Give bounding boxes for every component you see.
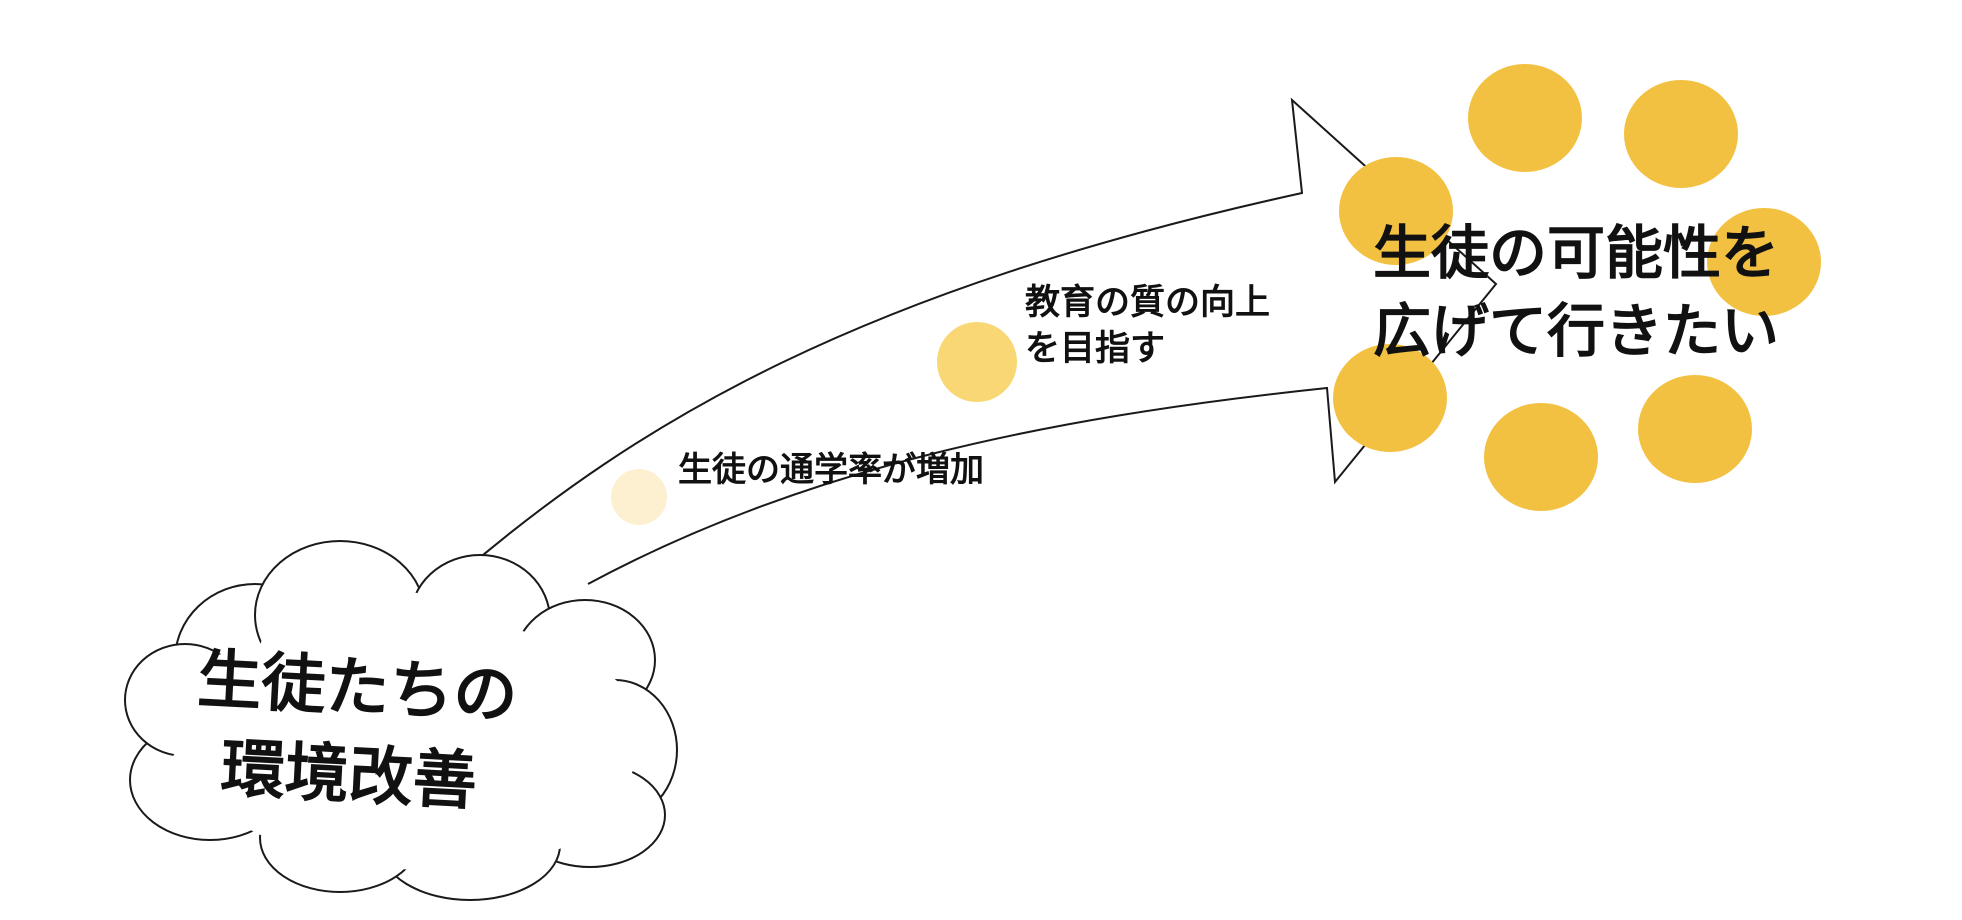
cloud-shape <box>124 540 678 901</box>
step1-circle <box>611 469 667 525</box>
goal-label-line1: 生徒の可能性を <box>1373 219 1780 287</box>
goal-circle <box>1333 344 1447 452</box>
step2-label-line1: 教育の質の向上 <box>1025 283 1271 323</box>
step2-circle <box>937 322 1017 402</box>
goal-circle <box>1468 64 1582 172</box>
goal-label-line2: 広げて行きたい <box>1373 297 1780 365</box>
step2-label: 教育の質の向上 を目指す <box>1025 280 1270 372</box>
goal-circle <box>1339 157 1453 265</box>
goal-circle <box>1484 403 1598 511</box>
step2-label-line2: を目指す <box>1025 329 1166 369</box>
goal-circle <box>1707 208 1821 316</box>
goal-circle <box>1624 80 1738 188</box>
cloud-label: 生徒たちの 環境改善 <box>191 636 600 833</box>
step1-label: 生徒の通学率が増加 <box>678 450 984 490</box>
goal-circles <box>1333 64 1821 511</box>
goal-label: 生徒の可能性を 広げて行きたい <box>1373 214 1779 370</box>
goal-circle <box>1638 375 1752 483</box>
